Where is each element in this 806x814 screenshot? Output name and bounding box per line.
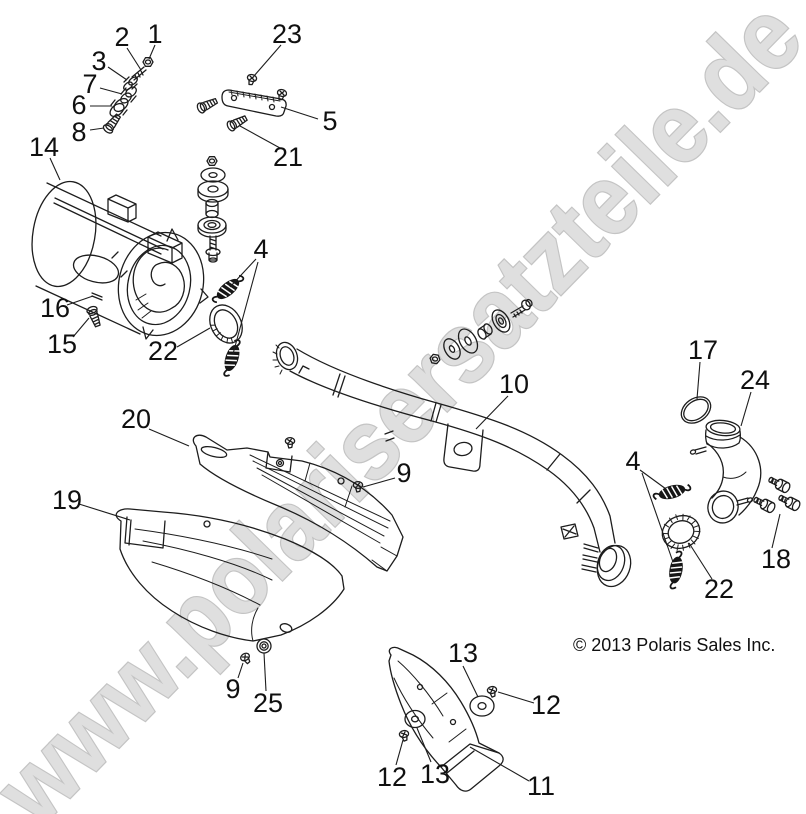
callout-22: 22 bbox=[148, 336, 178, 366]
callout-20: 20 bbox=[121, 404, 151, 434]
leader-line-18 bbox=[771, 513, 781, 549]
callout-13: 13 bbox=[448, 638, 478, 668]
leader-line-24 bbox=[740, 391, 752, 427]
muffler-mount-hardware bbox=[109, 57, 154, 118]
callout-8: 8 bbox=[71, 117, 86, 147]
leader-line-2 bbox=[126, 47, 142, 71]
callout-12: 12 bbox=[531, 690, 561, 720]
callout-4: 4 bbox=[625, 446, 640, 476]
callout-23: 23 bbox=[272, 19, 302, 49]
copyright-text: © 2013 Polaris Sales Inc. bbox=[573, 635, 775, 655]
leader-line-16 bbox=[66, 295, 94, 306]
callout-18: 18 bbox=[761, 544, 791, 574]
elbow-pipe bbox=[689, 419, 762, 524]
leader-line-4 bbox=[232, 261, 259, 355]
leader-line-20 bbox=[148, 428, 190, 447]
leader-line-4 bbox=[639, 469, 667, 490]
leader-line-9 bbox=[237, 662, 244, 679]
callout-24: 24 bbox=[740, 365, 770, 395]
spring-4d bbox=[665, 549, 687, 591]
leader-line-22 bbox=[688, 542, 713, 580]
callout-16: 16 bbox=[40, 293, 70, 323]
leader-line-5 bbox=[280, 106, 319, 120]
callout-4: 4 bbox=[253, 234, 268, 264]
mount-bracket bbox=[221, 89, 287, 117]
leader-line-13 bbox=[416, 727, 432, 763]
callout-1: 1 bbox=[147, 19, 162, 49]
gasket-22-right bbox=[661, 513, 701, 551]
leader-line-7 bbox=[99, 87, 123, 95]
screw-bracket-right bbox=[275, 87, 288, 102]
callout-21: 21 bbox=[273, 142, 303, 172]
callout-9: 9 bbox=[225, 674, 240, 704]
screw-23 bbox=[245, 72, 258, 87]
leader-line-9 bbox=[362, 477, 396, 488]
leader-line-14 bbox=[49, 157, 61, 181]
muffler bbox=[31, 180, 209, 340]
callout-9: 9 bbox=[396, 458, 411, 488]
callout-3: 3 bbox=[91, 46, 106, 76]
pipe-bracket-hardware bbox=[428, 298, 533, 365]
callout-22: 22 bbox=[704, 574, 734, 604]
heat-shield-upper bbox=[192, 434, 404, 572]
clamp-ring-17 bbox=[680, 396, 712, 424]
leader-line-15 bbox=[72, 317, 90, 338]
leader-line-10 bbox=[475, 395, 509, 430]
callout-10: 10 bbox=[499, 369, 529, 399]
leader-line-13 bbox=[462, 665, 479, 698]
leader-line-12 bbox=[497, 691, 535, 704]
bolt-18b bbox=[751, 493, 777, 515]
head-pipe bbox=[272, 341, 632, 588]
leader-line-4 bbox=[229, 258, 257, 288]
leader-line-8 bbox=[89, 127, 105, 131]
callout-15: 15 bbox=[47, 329, 77, 359]
callout-5: 5 bbox=[322, 106, 337, 136]
spring-4a bbox=[208, 271, 248, 307]
leader-line-25 bbox=[263, 652, 267, 692]
callout-19: 19 bbox=[52, 485, 82, 515]
callout-2: 2 bbox=[114, 22, 129, 52]
callout-7: 7 bbox=[82, 69, 97, 99]
leader-line-4 bbox=[641, 472, 674, 563]
leader-line-19 bbox=[78, 503, 131, 521]
leader-line-11 bbox=[469, 746, 530, 782]
spring-4b bbox=[219, 337, 245, 379]
spring-4c bbox=[651, 480, 693, 504]
leader-line-1 bbox=[148, 44, 156, 60]
callout-14: 14 bbox=[29, 132, 59, 162]
bolt-bracket-left bbox=[195, 95, 220, 115]
screw-12b bbox=[398, 729, 411, 743]
screw-12a bbox=[486, 685, 499, 699]
callout-12: 12 bbox=[377, 762, 407, 792]
leader-line-21 bbox=[239, 125, 281, 149]
callout-25: 25 bbox=[253, 688, 283, 718]
bolt-18c bbox=[776, 491, 802, 513]
bolt-15 bbox=[85, 304, 104, 329]
bolt-18a bbox=[766, 473, 792, 495]
leader-line-22 bbox=[176, 327, 211, 348]
center-fastener-stack bbox=[197, 156, 229, 263]
heat-shield-bottom bbox=[388, 646, 504, 792]
callout-17: 17 bbox=[688, 335, 718, 365]
leader-line-12 bbox=[395, 739, 404, 766]
leader-line-3 bbox=[107, 66, 128, 81]
callout-6: 6 bbox=[71, 90, 86, 120]
heat-shield-lower bbox=[115, 508, 345, 642]
callout-13: 13 bbox=[420, 759, 450, 789]
leader-line-23 bbox=[253, 44, 282, 77]
leader-line-17 bbox=[696, 361, 701, 400]
gasket-22-left bbox=[209, 304, 243, 344]
callout-11: 11 bbox=[527, 771, 555, 801]
